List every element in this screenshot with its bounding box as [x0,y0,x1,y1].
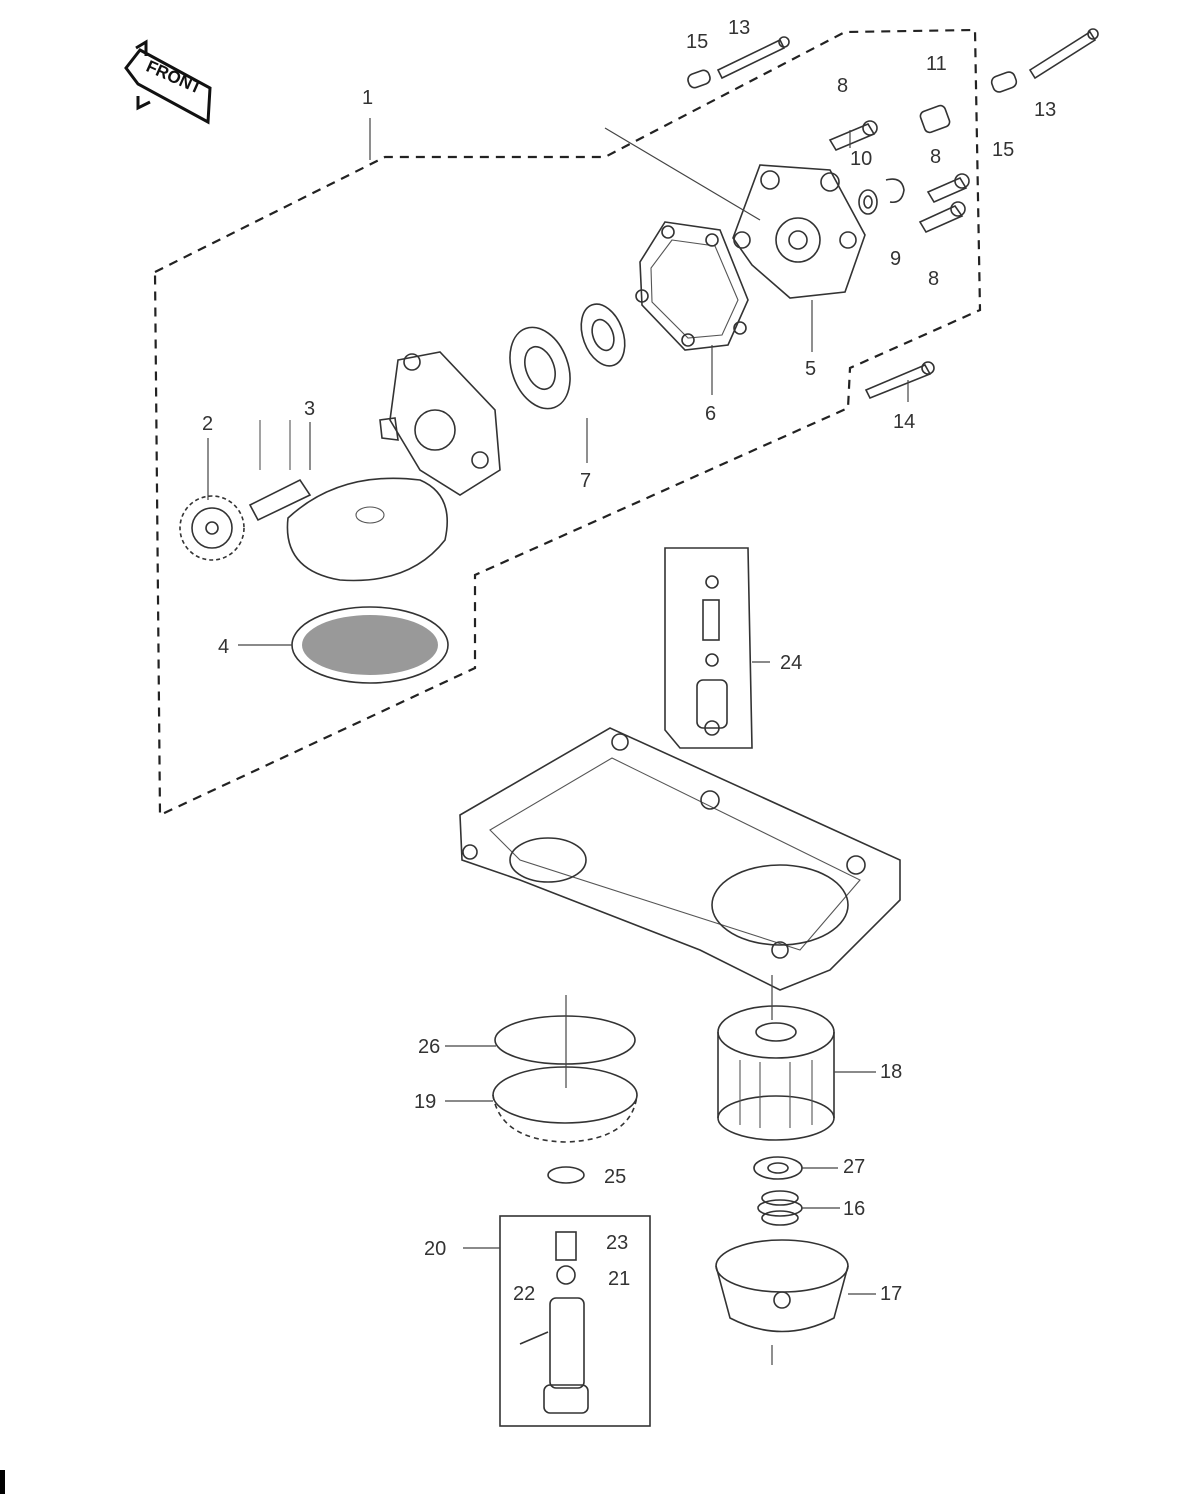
callout-4: 4 [218,636,229,658]
scan-edge-mark [0,1470,5,1494]
callout-13-top: 13 [728,17,750,39]
callout-23: 23 [606,1232,628,1254]
pump-shaft-part-3 [248,420,312,522]
collar-part-11 [919,104,951,134]
dowel-part-15 [687,69,1018,93]
callout-2: 2 [202,413,213,435]
callout-1: 1 [362,87,373,109]
pump-housing [379,351,501,496]
callout-21: 21 [608,1268,630,1290]
callout-19: 19 [414,1091,436,1113]
pump-cover-part-5 [732,164,866,299]
callout-5: 5 [805,358,816,380]
callout-8-middle: 8 [930,146,941,168]
bolt-part-13 [716,28,1099,80]
relief-valve-inset-24 [664,547,753,749]
callout-15-top: 15 [686,31,708,53]
bypass-ring-part-19 [492,1066,638,1143]
rotor-set-part-7 [509,303,626,410]
spring-part-16 [757,1190,803,1226]
callout-20: 20 [424,1238,446,1260]
callout-3: 3 [304,398,315,420]
bolt-part-14 [864,361,935,400]
callout-14: 14 [893,411,915,433]
callout-24: 24 [780,652,802,674]
clip-part-9 [885,178,905,204]
strainer-cap [286,477,449,582]
oil-pan-frame [459,727,901,991]
callout-11: 11 [926,53,947,75]
leader-lines [207,118,909,1365]
oil-screen-part-4 [291,606,449,684]
callout-13-right: 13 [1034,99,1056,121]
front-orientation-badge: FRONT [124,39,212,125]
bolt-part-8 [828,120,970,234]
callout-labels: 1 2 3 4 5 6 7 8 8 8 9 10 11 13 13 14 15 … [202,17,1056,1305]
callout-9: 9 [890,248,901,270]
sprocket-part-2 [179,495,245,561]
filter-cover-part-17 [715,1239,849,1333]
oil-pump-assembly-outline [153,28,982,817]
callout-8-top: 8 [837,75,848,97]
callout-16: 16 [843,1198,865,1220]
bypass-valve-inset-20 [499,1215,651,1427]
gasket-part-6 [635,221,749,351]
callout-8-bottom: 8 [928,268,939,290]
callout-18: 18 [880,1061,902,1083]
washer-part-10 [858,189,878,215]
callout-15-right: 15 [992,139,1014,161]
callout-26: 26 [418,1036,440,1058]
callout-17: 17 [880,1283,902,1305]
o-ring-part-26 [494,1015,636,1065]
callout-6: 6 [705,403,716,425]
washer-part-27 [753,1156,803,1180]
callout-10: 10 [850,148,872,170]
oil-filter-part-18 [717,1005,835,1141]
circlip-part-25 [547,1166,585,1184]
callout-22: 22 [513,1283,535,1305]
callout-27: 27 [843,1156,865,1178]
callout-7: 7 [580,470,591,492]
callout-25: 25 [604,1166,626,1188]
